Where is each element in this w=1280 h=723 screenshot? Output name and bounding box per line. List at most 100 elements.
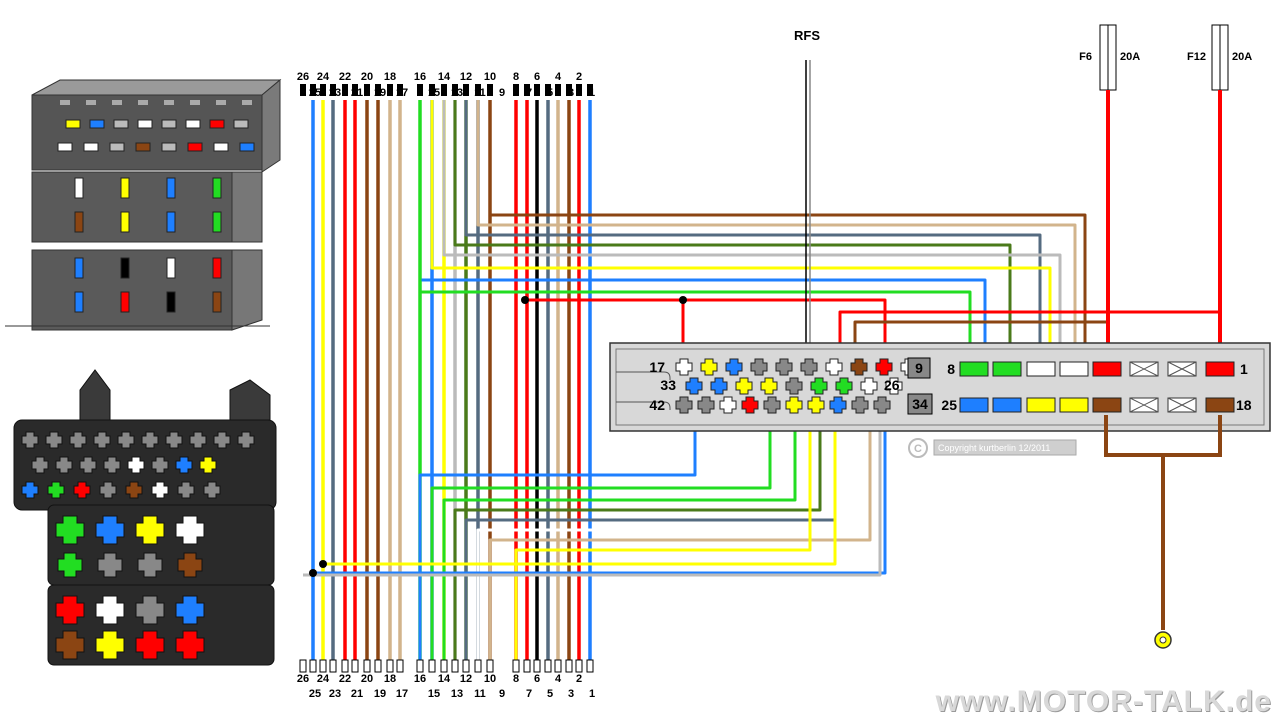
ql-g-3 — [175, 630, 205, 660]
pin-tip-top — [587, 84, 593, 96]
rfs-line: RFS — [794, 28, 820, 365]
bottom-pin-label-4: 4 — [555, 673, 562, 685]
pin-tip-bottom — [523, 659, 531, 673]
pin-tip-top — [534, 84, 540, 96]
wire-route-14 — [442, 405, 797, 660]
wire-route-20 — [323, 405, 837, 566]
pin-cross-r1-8 — [875, 358, 893, 376]
bottom-pin-label-12: 12 — [460, 673, 472, 685]
pin-cross-r3-8 — [851, 396, 869, 414]
wire-route-1 — [476, 100, 1077, 368]
pin-tip-top — [524, 84, 530, 96]
wire-route-0 — [488, 100, 1087, 368]
pin-tip-top — [487, 84, 493, 96]
bottom-pin-label-5: 5 — [547, 688, 553, 700]
row-label-33: 33 — [660, 377, 676, 393]
pin-cross-r1-1 — [700, 358, 718, 376]
mid-pin2-3 — [212, 211, 222, 233]
pin-cross-r3-9 — [873, 396, 891, 414]
ql-c-4 — [125, 481, 143, 499]
bottom-pin-label-6: 6 — [534, 673, 540, 685]
ql-b-7 — [199, 456, 217, 474]
ql-a-3 — [93, 431, 111, 449]
rfs-label: RFS — [794, 28, 820, 43]
pin-tip-top — [352, 84, 358, 96]
top-pin-label-8: 8 — [513, 71, 519, 83]
low-pin-3 — [212, 257, 222, 279]
pin-tip-bottom — [451, 659, 459, 673]
pin-tip-bottom — [575, 659, 583, 673]
bottom-pin-label-15: 15 — [428, 688, 440, 700]
pin-tip-top — [320, 84, 326, 96]
ql-f-3 — [175, 595, 205, 625]
low-pin2-2 — [166, 291, 176, 313]
pin-cross-r3-3 — [741, 396, 759, 414]
pin-cross-r2-4 — [785, 377, 803, 395]
power-row-label-25: 25 — [941, 397, 957, 413]
pin-tip-bottom — [351, 659, 359, 673]
pin-tip-bottom — [512, 659, 520, 673]
top-pin-b-5 — [187, 142, 203, 152]
low-pin-0 — [74, 257, 84, 279]
wire-route-5 — [430, 100, 1052, 405]
bottom-pin-label-19: 19 — [374, 688, 386, 700]
wire-route-17 — [476, 385, 852, 660]
ql-c-3 — [99, 481, 117, 499]
pin-tip-top — [364, 84, 370, 96]
wire-route-4 — [442, 100, 1062, 405]
top-slot-4 — [164, 100, 174, 105]
ql-a-1 — [45, 431, 63, 449]
bottom-pin-label-7: 7 — [526, 688, 532, 700]
ql-c-2 — [73, 481, 91, 499]
top-pin-label-16: 16 — [414, 71, 426, 83]
ql-e-0 — [57, 552, 83, 578]
top-pin-b-2 — [109, 142, 125, 152]
ql-c-0 — [21, 481, 39, 499]
ground-wire — [1104, 415, 1222, 649]
top-slot-6 — [216, 100, 226, 105]
power-slot-top-6-x — [1167, 361, 1197, 377]
ql-d-0 — [55, 515, 85, 545]
power-slot-bottom-7 — [1205, 397, 1235, 413]
pin-cross-r1-6 — [825, 358, 843, 376]
power-slot-top-5-x — [1129, 361, 1159, 377]
pin-tip-bottom — [363, 659, 371, 673]
bottom-pin-label-26: 26 — [297, 673, 309, 685]
pin-tip-top — [475, 84, 481, 96]
top-pin-a-3 — [137, 119, 153, 129]
bottom-pin-label-23: 23 — [329, 688, 341, 700]
pin-tip-top — [441, 84, 447, 96]
top-pin-b-0 — [57, 142, 73, 152]
ql-c-1 — [47, 481, 65, 499]
pin-cross-r2-6 — [835, 377, 853, 395]
ql-f-2 — [135, 595, 165, 625]
top-slot-5 — [190, 100, 200, 105]
top-pin-label-22: 22 — [339, 71, 351, 83]
copyright-badge: C Copyright kurtberlin 12/2011 — [908, 438, 1077, 458]
power-row-label-8: 8 — [947, 361, 955, 377]
wire-route-19 — [514, 405, 812, 660]
pin-tip-top — [342, 84, 348, 96]
bottom-pin-label-1: 1 — [589, 688, 595, 700]
pin-tip-bottom — [533, 659, 541, 673]
fuse-f6-rating: 20A — [1120, 51, 1140, 63]
fuse-f12: F12 20A — [1187, 24, 1252, 365]
pin-cross-r1-3 — [750, 358, 768, 376]
pin-tip-bottom — [440, 659, 448, 673]
wire-route-22 — [303, 405, 882, 577]
junction-dot — [309, 569, 317, 577]
bottom-pin-label-14: 14 — [438, 673, 451, 685]
fuse-f6-label: F6 — [1079, 51, 1092, 63]
top-pin-a-0 — [65, 119, 81, 129]
bottom-pin-label-11: 11 — [474, 688, 486, 700]
bottom-pin-label-21: 21 — [351, 688, 363, 700]
junction-dot — [319, 560, 327, 568]
power-slot-top-1 — [992, 361, 1022, 377]
top-pin-label-9: 9 — [499, 87, 505, 99]
mid-pin-2 — [166, 177, 176, 199]
pin-tip-top — [300, 84, 306, 96]
pin-tip-bottom — [386, 659, 394, 673]
pin-tip-top — [463, 84, 469, 96]
top-slot-0 — [60, 100, 70, 105]
